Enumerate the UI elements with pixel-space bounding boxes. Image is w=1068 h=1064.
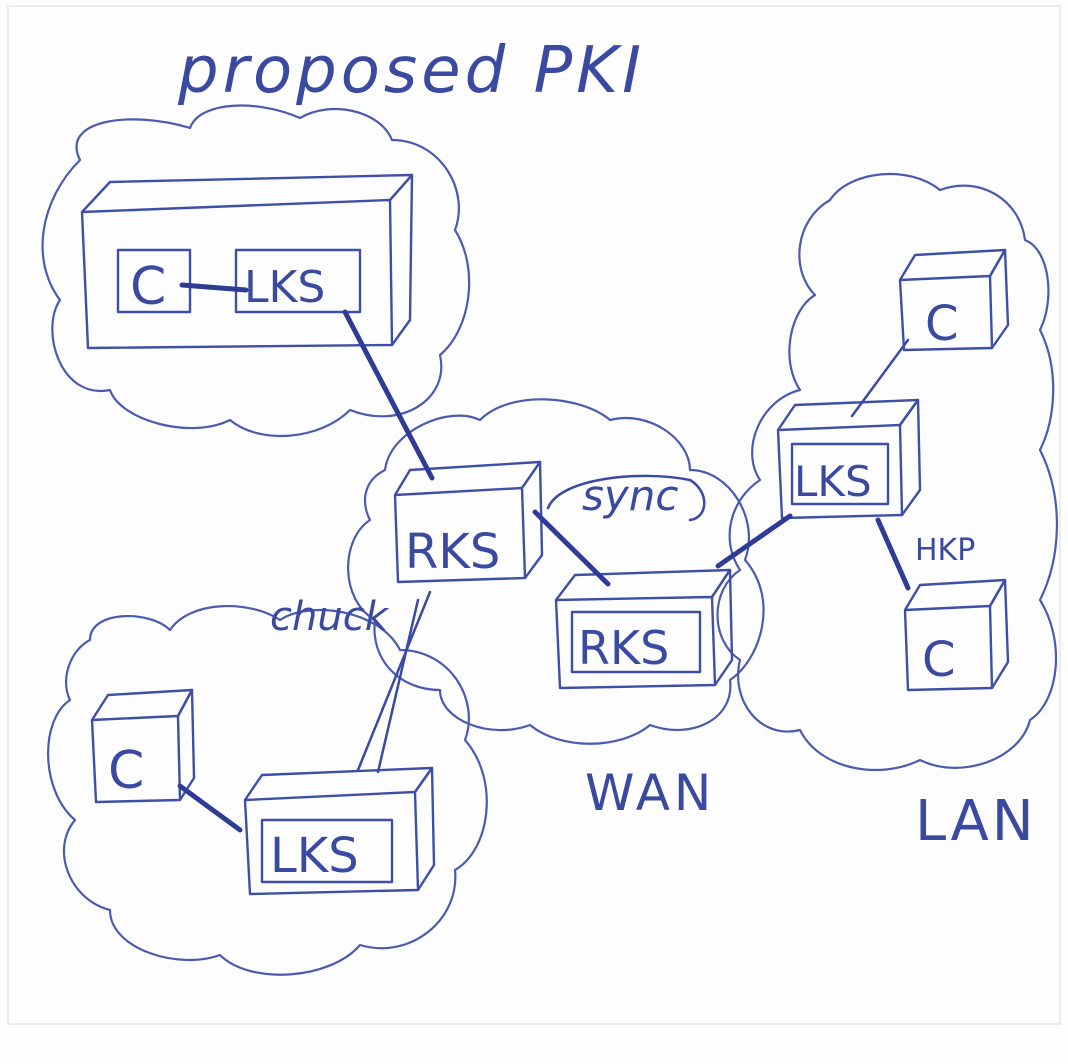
lan-label: LAN <box>915 789 1037 854</box>
hkp-label: HKP <box>915 533 975 568</box>
top-server-enclosure <box>80 173 414 350</box>
diagram-title: proposed PKI <box>177 34 645 108</box>
lan-client-bottom-box <box>903 578 1010 692</box>
lan-lks-box <box>776 398 922 520</box>
rks-left-box <box>393 460 544 584</box>
wan-label: WAN <box>585 764 715 822</box>
cloud-lan <box>716 172 1059 772</box>
bottom-lks-label: LKS <box>270 828 359 884</box>
lan-client-top-label: C <box>925 296 959 352</box>
lan-client-bottom-label: C <box>922 632 956 688</box>
link-lan-lks-c-hkp <box>875 517 911 591</box>
sync-bubble <box>546 474 706 522</box>
sync-label: sync <box>582 471 678 520</box>
rks-right-label: RKS <box>578 621 669 675</box>
link-lan-c-lks <box>850 338 910 418</box>
cloud-bottom-left <box>47 605 488 976</box>
bottom-lks-box <box>243 766 436 896</box>
top-client-label: C <box>130 257 166 317</box>
link-top-c-lks <box>179 282 249 293</box>
rks-left-label: RKS <box>405 524 500 580</box>
cloud-wan <box>347 398 765 745</box>
link-top-lks-rks <box>342 309 435 481</box>
lan-lks-label: LKS <box>794 457 872 506</box>
bottom-client-label: C <box>108 741 144 801</box>
cloud-top-left <box>41 104 471 438</box>
chuck-label: chuck <box>270 594 390 640</box>
link-bottom-c-lks <box>177 783 243 833</box>
link-rks-sync <box>532 509 611 587</box>
link-rks-lan-lks <box>715 513 793 569</box>
lan-client-top-box <box>898 248 1010 352</box>
link-rks-chuck-b <box>376 598 420 774</box>
rks-right-box <box>554 568 734 690</box>
link-rks-chuck-a <box>356 590 432 772</box>
top-lks-label: LKS <box>244 262 325 313</box>
